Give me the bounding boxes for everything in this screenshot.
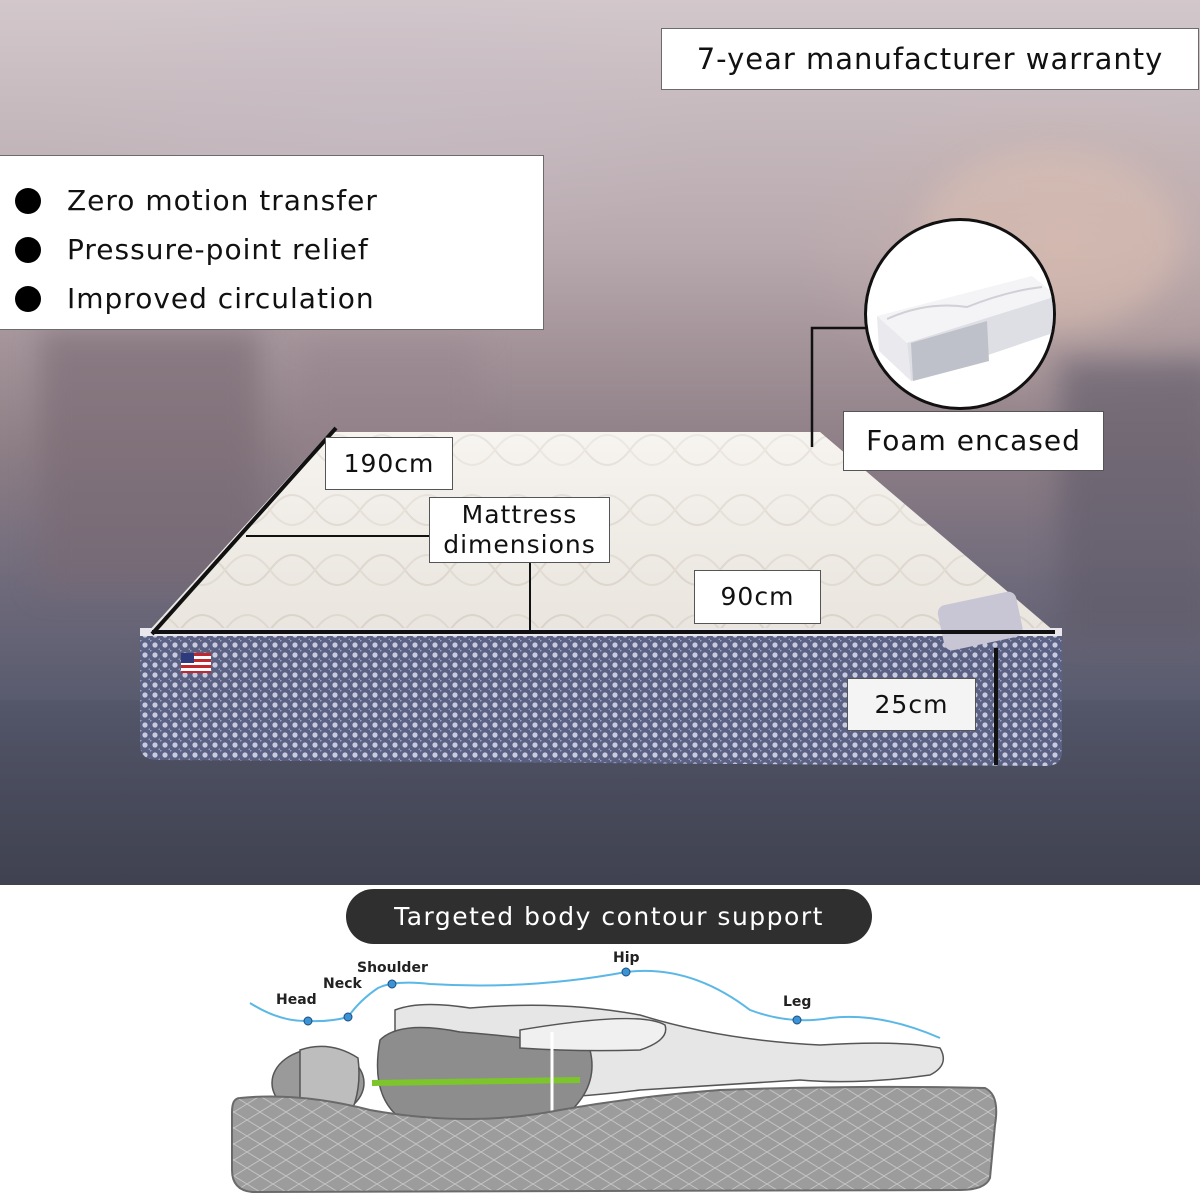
warranty-banner: 7-year manufacturer warranty xyxy=(661,28,1199,90)
brand-tag xyxy=(937,591,1023,651)
feature-item: Pressure-point relief xyxy=(0,225,543,274)
feature-label: Zero motion transfer xyxy=(67,184,378,217)
head-label: Head xyxy=(276,992,317,1008)
shoulder-point-marker xyxy=(387,979,397,989)
mattress-side xyxy=(140,632,1062,766)
dimensions-title-line1: Mattress xyxy=(461,500,578,529)
feature-label: Improved circulation xyxy=(67,282,375,315)
spine-alignment-line xyxy=(371,1077,581,1086)
dimensions-title-line2: dimensions xyxy=(443,530,596,559)
leg-label: Leg xyxy=(783,994,811,1010)
feature-item: Improved circulation xyxy=(0,274,543,323)
height-value: 25cm xyxy=(874,689,949,719)
length-dimension-line xyxy=(150,426,338,636)
support-title-pill: Targeted body contour support xyxy=(346,889,872,944)
length-label: 190cm xyxy=(325,437,453,490)
length-value: 190cm xyxy=(343,448,435,478)
hip-label: Hip xyxy=(613,950,640,966)
compressed-mattress xyxy=(231,1085,998,1194)
foam-encased-label: Foam encased xyxy=(843,411,1104,471)
shoulder-label: Shoulder xyxy=(357,960,428,976)
body-contour-illustration: Head Neck Shoulder Hip Leg xyxy=(231,950,998,1194)
background-cabinet xyxy=(1060,360,1200,640)
height-label: 25cm xyxy=(847,678,976,731)
contour-line xyxy=(249,969,941,1039)
foam-inset-image xyxy=(864,218,1056,410)
neck-label: Neck xyxy=(323,976,363,992)
sleeping-figure xyxy=(271,1003,945,1126)
foam-encased-text: Foam encased xyxy=(866,424,1081,457)
bullet-icon xyxy=(15,285,41,312)
us-flag-icon xyxy=(181,653,211,673)
product-hero: 7-year manufacturer warranty Zero motion… xyxy=(0,0,1200,885)
leg-point-marker xyxy=(792,1015,802,1025)
head-point-marker xyxy=(303,1016,313,1026)
dimensions-label: Mattress dimensions xyxy=(429,497,610,563)
foam-leader-line xyxy=(810,326,866,447)
support-title: Targeted body contour support xyxy=(394,902,824,931)
neck-point-marker xyxy=(343,1012,353,1022)
hip-point-marker xyxy=(621,967,631,977)
warranty-text: 7-year manufacturer warranty xyxy=(696,42,1164,76)
features-list: Zero motion transfer Pressure-point reli… xyxy=(0,155,544,330)
background-window xyxy=(40,330,260,590)
width-label: 90cm xyxy=(694,570,821,624)
bullet-icon xyxy=(15,187,41,214)
feature-item: Zero motion transfer xyxy=(0,176,543,225)
bullet-icon xyxy=(15,236,41,263)
width-value: 90cm xyxy=(720,582,795,611)
feature-label: Pressure-point relief xyxy=(67,233,369,266)
